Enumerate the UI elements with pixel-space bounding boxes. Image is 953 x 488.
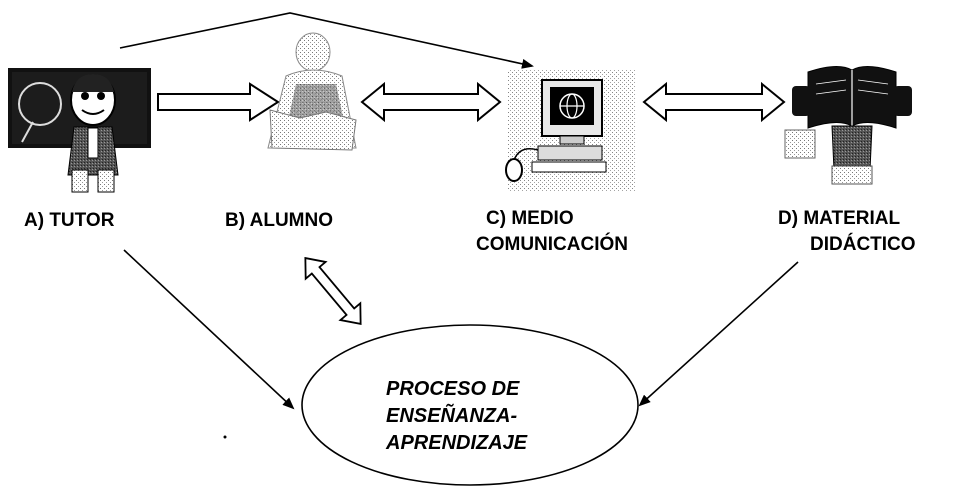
medio-material-double-arrow <box>642 81 786 123</box>
tutor-to-medio-top-arrow <box>119 12 534 69</box>
alumno-label: B) ALUMNO <box>225 210 333 231</box>
alumno-medio-double-arrow <box>360 81 502 123</box>
process-line1: PROCESO DE <box>386 378 520 400</box>
tutor-to-process-arrow <box>123 249 295 410</box>
material-label-line1: D) MATERIAL <box>778 208 900 229</box>
tutor-label: A) TUTOR <box>24 210 115 231</box>
material-to-process-arrow <box>638 261 799 407</box>
alumno-process-double-arrow <box>304 256 362 326</box>
speck <box>223 435 227 439</box>
material-label-line2: DIDÁCTICO <box>810 233 916 255</box>
tutor-to-alumno-arrow <box>157 82 280 122</box>
process-line3: APRENDIZAJE <box>385 432 528 454</box>
medio-label-line2: COMUNICACIÓN <box>476 233 628 255</box>
process-line2: ENSEÑANZA- <box>386 404 517 427</box>
book-icon <box>784 66 912 185</box>
teacher-at-chalkboard-icon <box>8 68 151 193</box>
student-reading-icon <box>267 32 357 151</box>
computer-icon <box>505 70 636 192</box>
process-ellipse <box>301 324 639 486</box>
medio-label-line1: C) MEDIO <box>486 208 574 229</box>
